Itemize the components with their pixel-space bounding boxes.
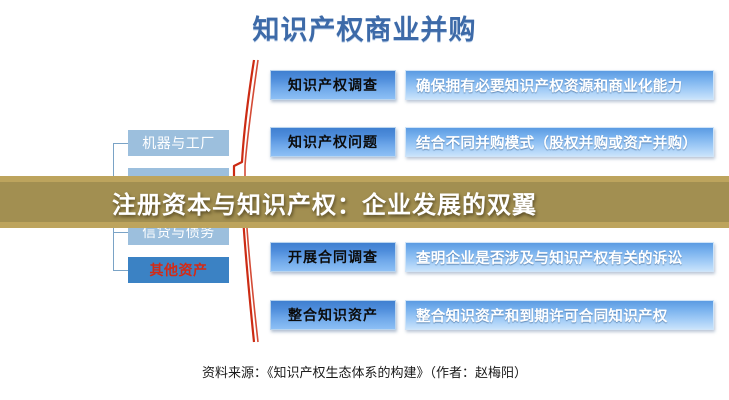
row-label-text: 整合知识资产 [288,307,378,323]
tree-child-label: 其他资产 [149,262,208,278]
table-row: 整合知识资产 整合知识资产和到期许可合同知识产权 [0,300,729,330]
tree-branch-1 [113,143,128,144]
row-label-text: 知识产权调查 [288,77,378,93]
source-footer: 资料来源：《知识产权生态体系的构建》（作者：赵梅阳） [201,365,527,380]
tree-child-machines[interactable]: 机器与工厂 [128,130,229,156]
row-description-box[interactable]: 整合知识资产和到期许可合同知识产权 [405,300,714,330]
row-label-box[interactable]: 开展合同调查 [270,242,396,272]
tree-branch-3 [113,232,128,233]
row-description-text: 查明企业是否涉及与知识产权有关的诉讼 [416,250,683,267]
page-title: 知识产权商业并购 [252,15,477,45]
row-description-text: 整合知识资产和到期许可合同知识产权 [416,308,668,325]
tree-branch-4 [113,270,128,271]
table-row: 知识产权调查 确保拥有必要知识产权资源和商业化能力 [0,70,729,100]
row-label-text: 知识产权问题 [288,134,378,150]
row-label-box[interactable]: 知识产权问题 [270,127,396,157]
row-description-text: 结合不同并购模式（股权并购或资产并购） [416,135,698,152]
table-row: 开展合同调查 查明企业是否涉及与知识产权有关的诉讼 [0,242,729,272]
tree-child-label: 信贷与债务 [142,224,215,240]
tree-child-label: 机器与工厂 [142,135,215,151]
overlay-banner-inner-band [0,182,729,222]
tree-child-other-assets[interactable]: 其他资产 [128,257,229,283]
overlay-banner [0,176,729,228]
row-label-box[interactable]: 知识产权调查 [270,70,396,100]
row-description-text: 确保拥有必要知识产权资源和商业化能力 [416,78,683,95]
row-description-box[interactable]: 结合不同并购模式（股权并购或资产并购） [405,127,714,157]
table-row: 知识产权问题 结合不同并购模式（股权并购或资产并购） [0,127,729,157]
row-label-box[interactable]: 整合知识资产 [270,300,396,330]
row-label-text: 开展合同调查 [288,249,378,265]
row-description-box[interactable]: 确保拥有必要知识产权资源和商业化能力 [405,70,714,100]
overlay-banner-text: 注册资本与知识产权：企业发展的双翼 [112,191,537,219]
row-description-box[interactable]: 查明企业是否涉及与知识产权有关的诉讼 [405,242,714,272]
